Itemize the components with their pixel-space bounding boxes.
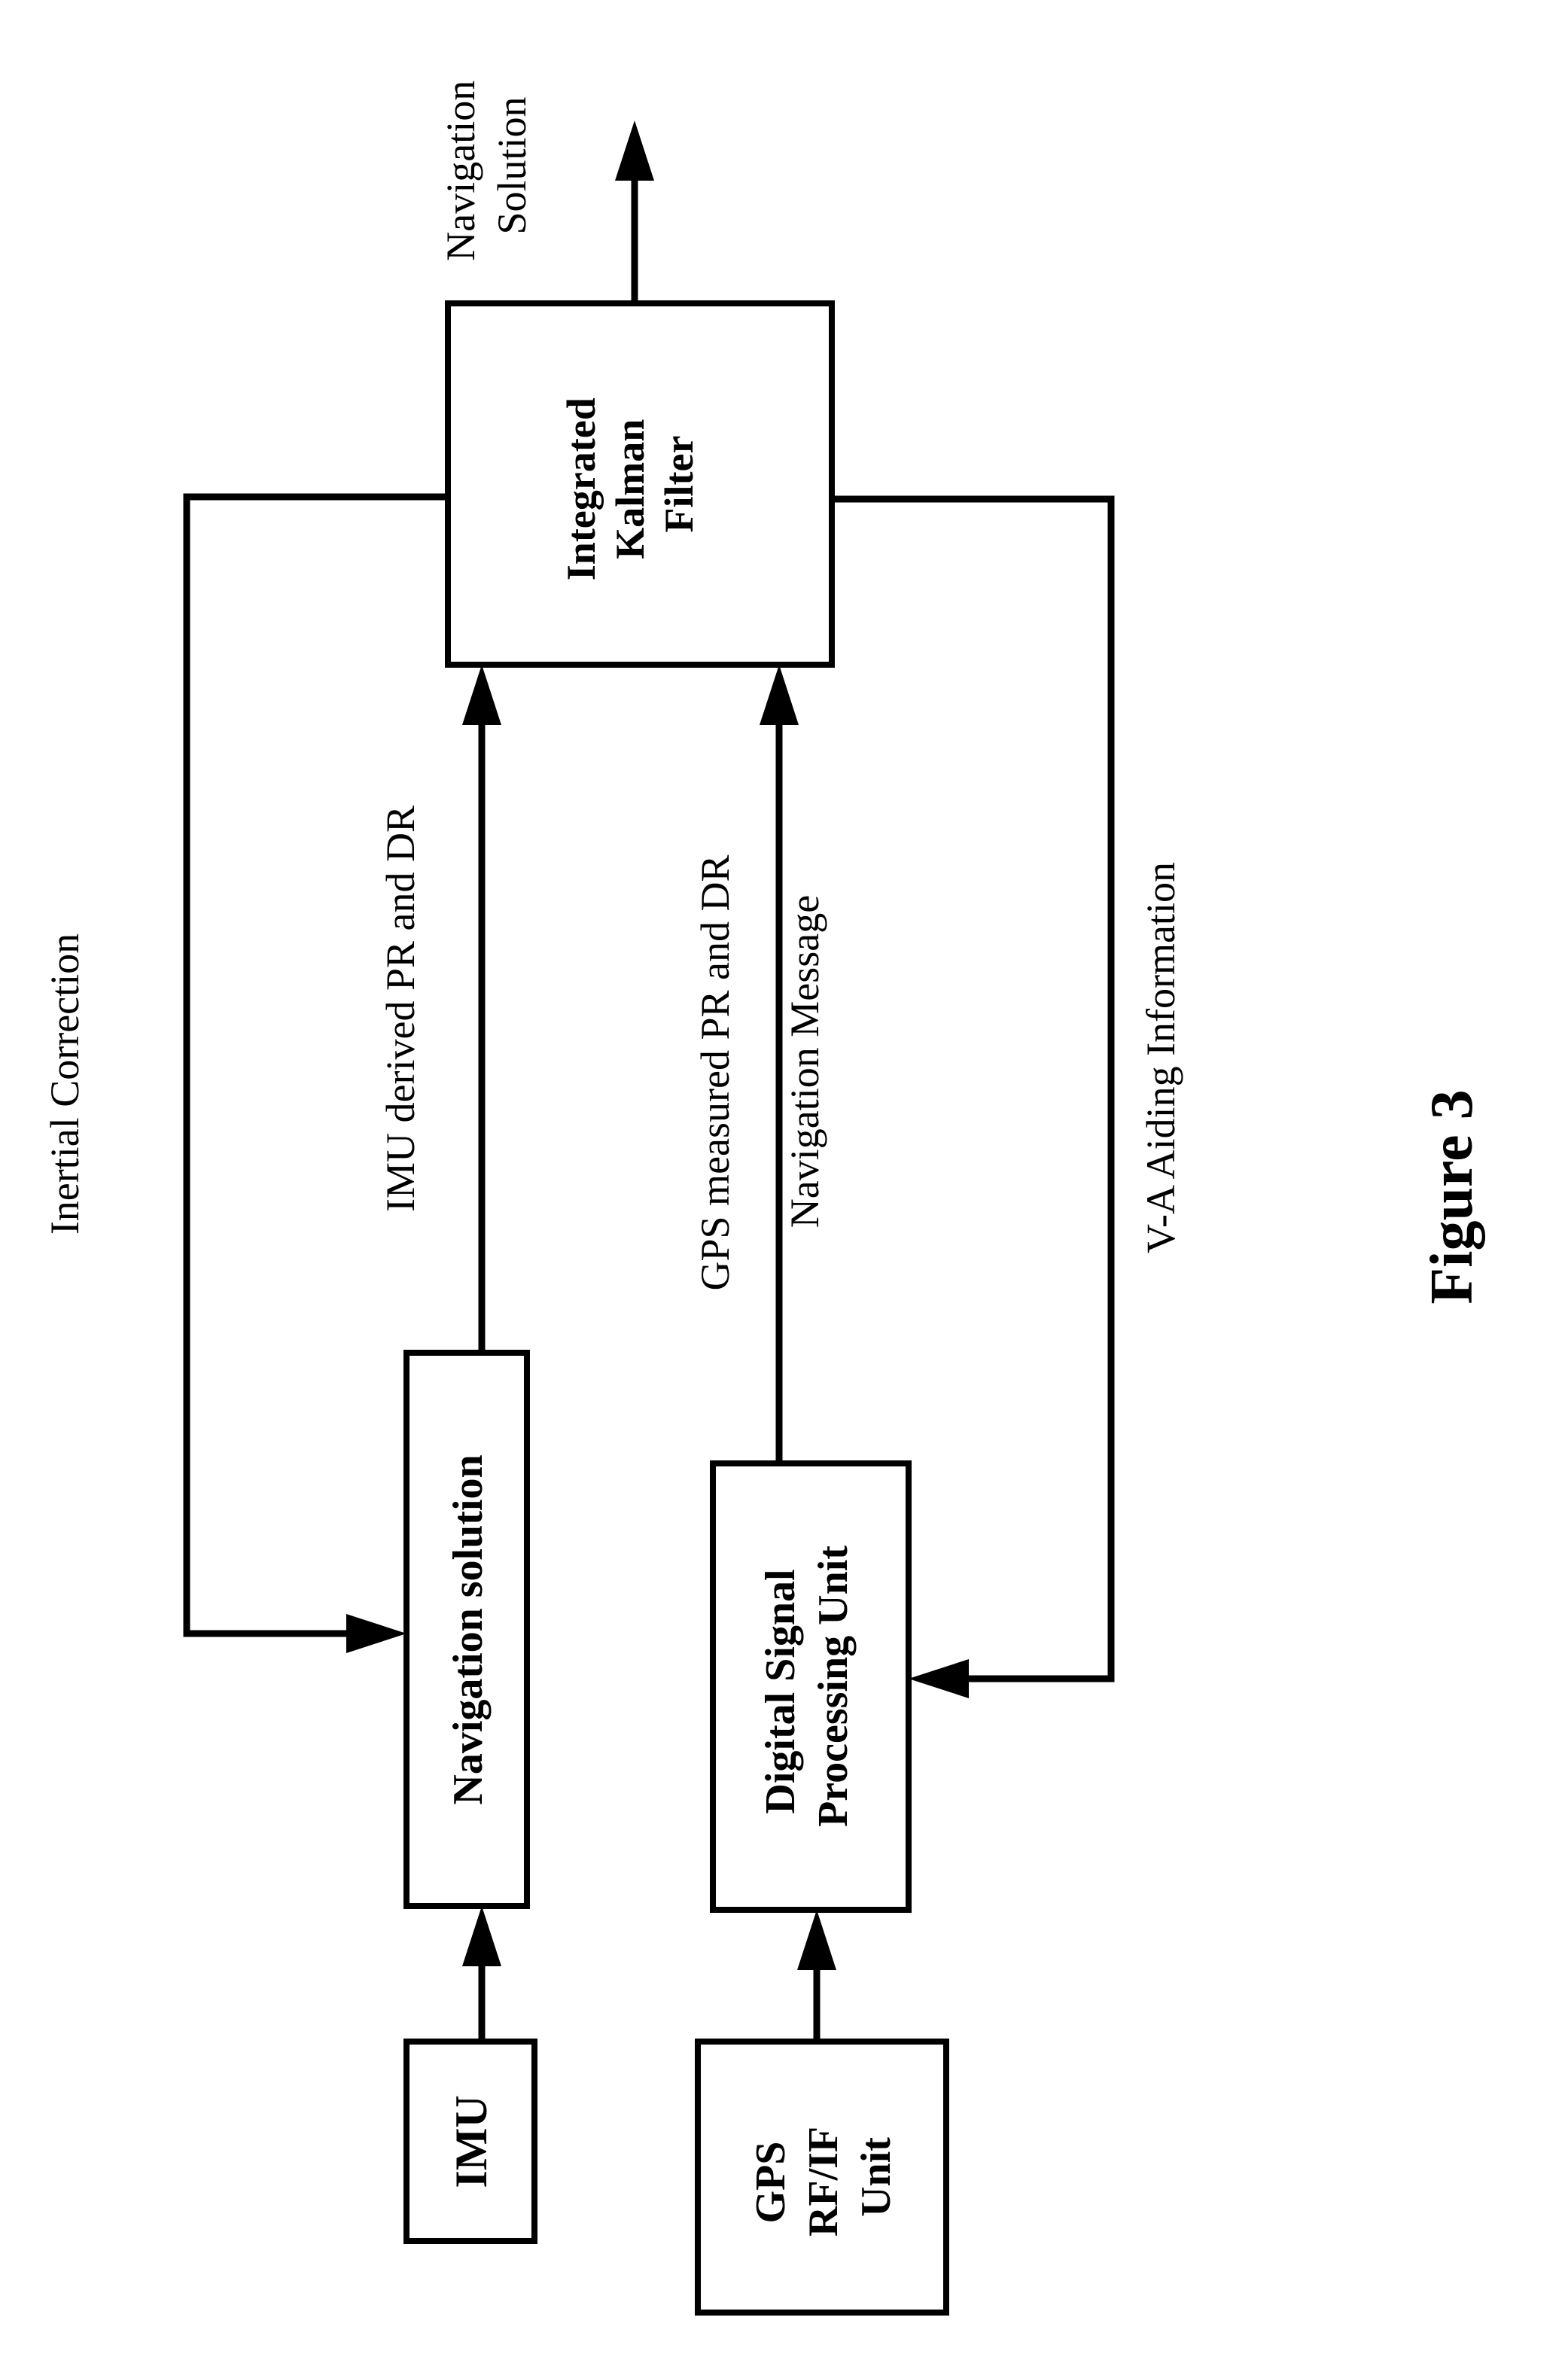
label-imu-derived-pr-dr: IMU derived PR and DR: [378, 805, 423, 1212]
label-navigation-solution-output: Navigation Solution: [438, 70, 534, 260]
arrow-navigation-solution-to-kalman: [462, 665, 501, 1353]
imu-label: IMU: [446, 2095, 496, 2188]
gps-rf-if-label: GPS RF/IF Unit: [747, 2118, 900, 2237]
label-gps-measured-pr-dr: GPS measured PR and DR: [693, 855, 738, 1291]
dsp-unit-label: Digital Signal Processing Unit: [757, 1545, 857, 1827]
arrow-imu-to-navigation-solution: [462, 1906, 501, 2042]
label-navigation-message: Navigation Message: [782, 895, 827, 1228]
feedback-va-aiding: [832, 499, 1111, 1698]
figure-caption: Figure 3: [1419, 1089, 1485, 1304]
label-va-aiding-information: V-A Aiding Information: [1138, 862, 1183, 1253]
label-inertial-correction: Inertial Correction: [42, 933, 87, 1235]
kalman-filter-label: Integrated Kalman Filter: [559, 388, 702, 580]
arrow-kalman-output: [615, 120, 654, 303]
arrow-gps-to-dsp-unit: [797, 1910, 836, 2042]
navigation-solution-label: Navigation solution: [445, 1454, 492, 1804]
